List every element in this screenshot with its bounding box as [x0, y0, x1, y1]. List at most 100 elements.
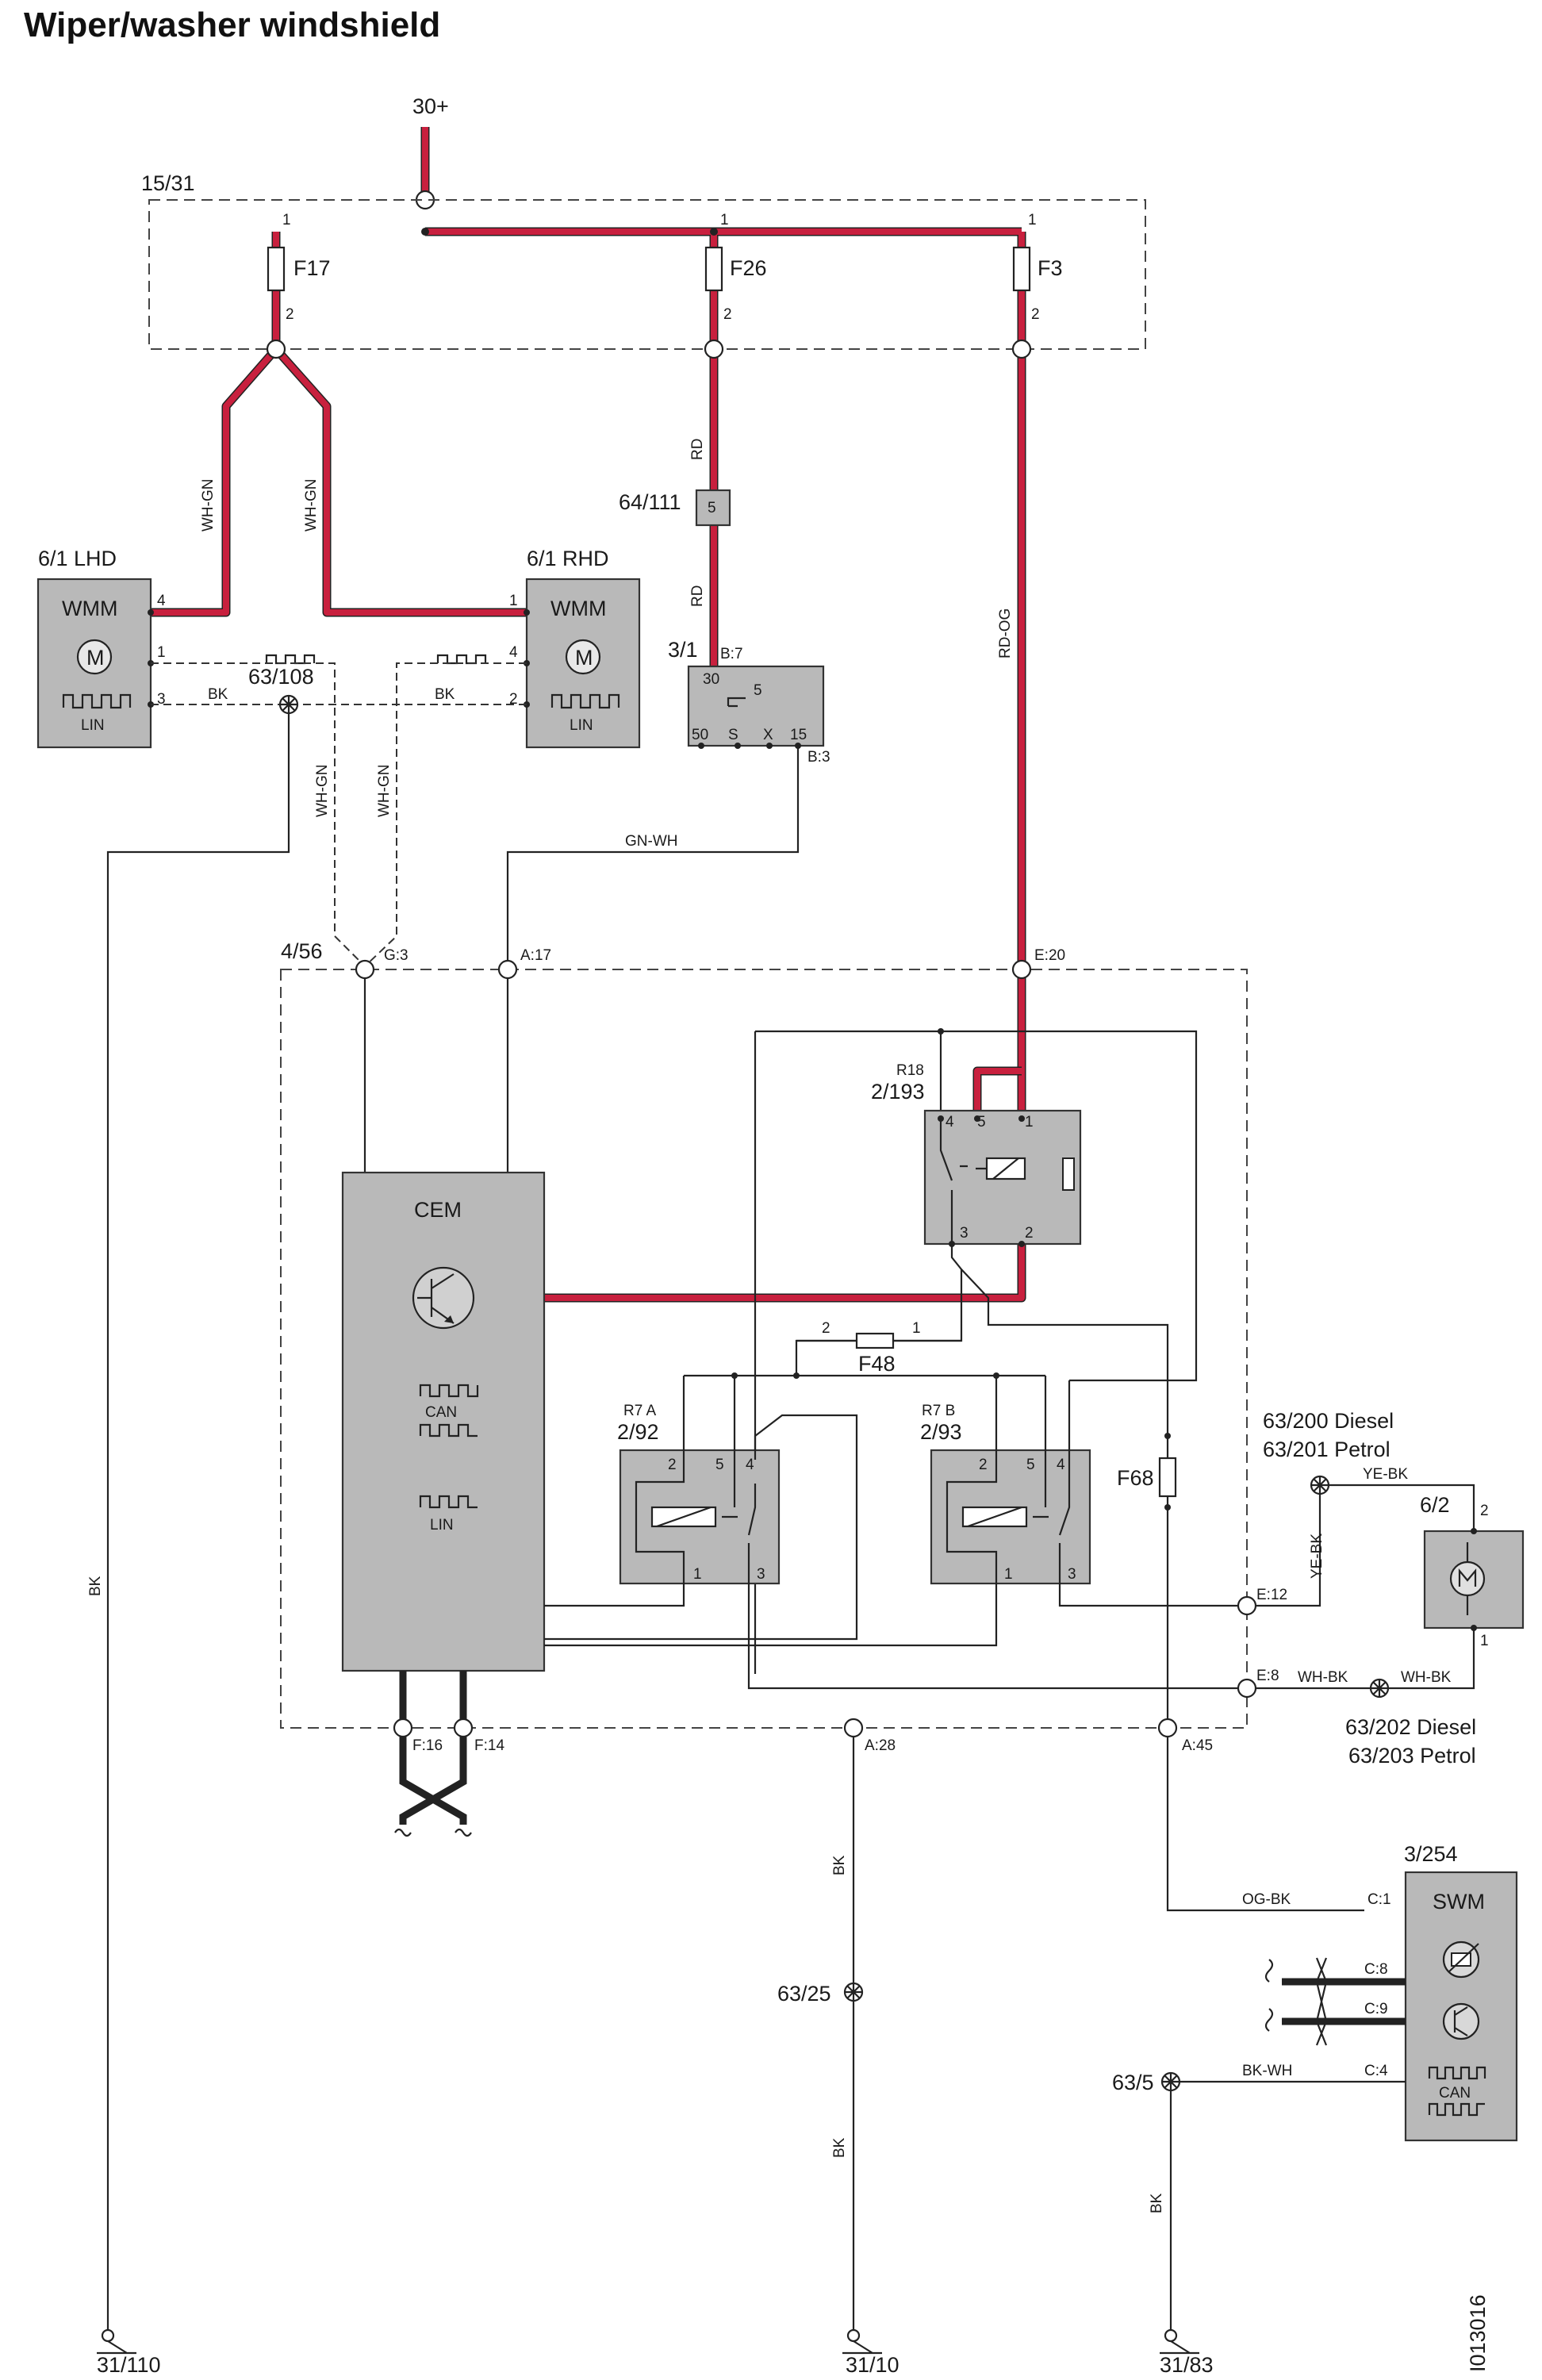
junction-dot — [710, 228, 718, 236]
swm-can-label: CAN — [1439, 2085, 1471, 2102]
can-signal-icon — [419, 1384, 479, 1398]
ground-63-108: 63/108 — [106, 665, 314, 2332]
lin-signal-icon — [550, 693, 620, 709]
fuse-f17-label: F17 — [293, 256, 331, 280]
pin-node — [1237, 1595, 1257, 1616]
pin: 4 — [1057, 1457, 1065, 1473]
wire-color-label: WH-BK — [1298, 1669, 1348, 1686]
wire-color-label: WH-BK — [1401, 1669, 1452, 1686]
cem-name: CEM — [414, 1198, 462, 1222]
relay-r7b: R7 B 2/93 2 5 4 1 3 — [544, 1366, 1247, 1647]
relay-r18: R18 2/193 4 5 1 3 2 — [754, 1028, 1198, 1674]
pump-id: 6/2 — [1420, 1493, 1450, 1517]
pin: G:3 — [384, 947, 409, 964]
motor-symbol: M — [86, 646, 105, 670]
pin: 1 — [1028, 212, 1037, 228]
wire-color-label: RD — [689, 439, 706, 460]
fuse-f17 — [267, 246, 286, 292]
wire-color-label: BK — [435, 686, 455, 703]
relay-ref: R7 A — [623, 1403, 657, 1419]
ground-label: 63/202 Diesel — [1345, 1715, 1476, 1739]
fuse-out-node — [1011, 339, 1032, 359]
wire-color-label: WH-GN — [314, 765, 331, 817]
pin: 3 — [1068, 1566, 1076, 1583]
pin: 1 — [1480, 1633, 1489, 1649]
relay-ref: R18 — [896, 1062, 924, 1079]
pin: 4 — [509, 644, 518, 661]
pin: 1 — [157, 644, 166, 661]
wire-color-label: WH-GN — [200, 479, 217, 532]
pin: 1 — [693, 1566, 702, 1583]
relay-contact — [939, 1119, 968, 1244]
lin-signal-icon — [436, 654, 487, 665]
wire-color-label: BK — [831, 2137, 848, 2158]
fuse-f68-label: F68 — [1117, 1466, 1154, 1490]
relay-r7a: R7 A 2/92 2 5 4 1 3 — [544, 1376, 1247, 1690]
pin: 5 — [708, 500, 716, 516]
bus-end-icon — [1264, 1959, 1274, 2032]
can-signal-icon — [1428, 2066, 1486, 2080]
pin: F:14 — [474, 1737, 504, 1754]
document-id: I013016 — [1466, 2294, 1490, 2372]
lin-signal-icon — [419, 1495, 478, 1509]
pin: 2 — [1031, 306, 1040, 323]
pin: 3 — [757, 1566, 765, 1583]
pin: 2 — [509, 691, 518, 708]
fusebox-15-31: 15/31 F17 F26 F3 1 1 1 2 2 2 — [141, 171, 1146, 359]
bottom-grounds: 31/110 31/10 31/83 — [97, 2328, 1214, 2377]
terminal: 5 — [754, 682, 762, 699]
wire-color-label: BK — [831, 1855, 848, 1875]
switch-id: 3/1 — [668, 638, 698, 662]
ground-id: 63/5 — [1112, 2071, 1154, 2094]
pin: 2 — [822, 1320, 830, 1337]
pin: A:28 — [865, 1737, 896, 1754]
lin-signal-icon — [265, 654, 316, 665]
motor-symbol-icon — [1458, 1568, 1477, 1587]
cem-box-id: 4/56 — [281, 939, 323, 963]
relay-ref: R7 B — [922, 1403, 955, 1419]
motor-icon — [565, 639, 601, 675]
page-title: Wiper/washer windshield — [24, 6, 440, 44]
pin: 4 — [946, 1114, 954, 1130]
pin: 5 — [1026, 1457, 1035, 1473]
pin: B:3 — [807, 749, 830, 766]
relay-coil — [650, 1506, 717, 1528]
wmm-lhd-name: WMM — [62, 597, 117, 620]
ground-63-5: 63/5 BK-WH BK — [1112, 2063, 1406, 2332]
pin: 4 — [157, 593, 166, 609]
lin-wire-rhd — [364, 662, 527, 967]
terminal: X — [763, 727, 773, 743]
fuse-f48-label: F48 — [858, 1352, 896, 1376]
pin-node — [1237, 1678, 1257, 1699]
pin: 5 — [977, 1114, 986, 1130]
fuse-out-node — [266, 339, 286, 359]
wire-color-label: BK — [208, 686, 228, 703]
washer-pump: 63/200 Diesel 63/201 Petrol YE-BK YE-BK … — [1256, 1409, 1525, 1768]
wire-color-label: WH-GN — [376, 765, 393, 817]
ground-label: 63/201 Petrol — [1263, 1438, 1390, 1461]
ground-id: 63/25 — [777, 1982, 831, 2006]
wire-color-label: GN-WH — [625, 833, 677, 850]
terminal: 30 — [703, 671, 719, 688]
cem-module: CEM CAN LIN — [341, 978, 546, 1672]
pin: 1 — [282, 212, 291, 228]
wire-color-label: BK-WH — [1242, 2063, 1292, 2079]
ground-ref: 31/83 — [1160, 2353, 1214, 2377]
fuse-f26-label: F26 — [730, 256, 767, 280]
ground-id: 63/108 — [248, 665, 314, 689]
pin: E:12 — [1256, 1587, 1287, 1603]
relay-id: 2/92 — [617, 1420, 659, 1444]
supply-label: 30+ — [412, 94, 449, 118]
can-signal-icon — [419, 1423, 478, 1438]
ground-label: 63/200 Diesel — [1263, 1409, 1394, 1433]
wmm-rhd-name: WMM — [550, 597, 606, 620]
wire-color-label: OG-BK — [1242, 1891, 1291, 1908]
pin: A:45 — [1182, 1737, 1213, 1754]
junction-dot — [421, 228, 429, 236]
pin: 1 — [720, 212, 729, 228]
fuse-out-node — [704, 339, 724, 359]
ground-ref: 31/110 — [97, 2353, 161, 2377]
transistor-icon — [412, 1266, 475, 1330]
cem-lin-label: LIN — [430, 1517, 454, 1534]
